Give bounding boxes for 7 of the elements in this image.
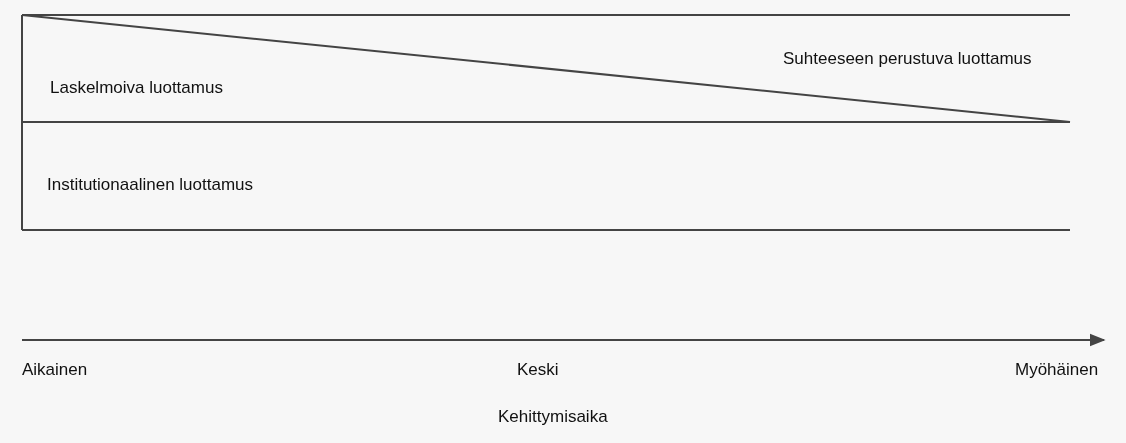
axis-tick-label: Aikainen xyxy=(22,360,88,380)
axis-tick-label: Keski xyxy=(517,360,559,380)
band-label: Suhteeseen perustuva luottamus xyxy=(783,49,1032,69)
band-label: Institutionaalinen luottamus xyxy=(47,175,254,195)
band-label: Laskelmoiva luottamus xyxy=(50,78,223,98)
axis-title: Kehittymisaika xyxy=(498,407,608,427)
axis-tick-label: Myöhäinen xyxy=(1015,360,1099,380)
